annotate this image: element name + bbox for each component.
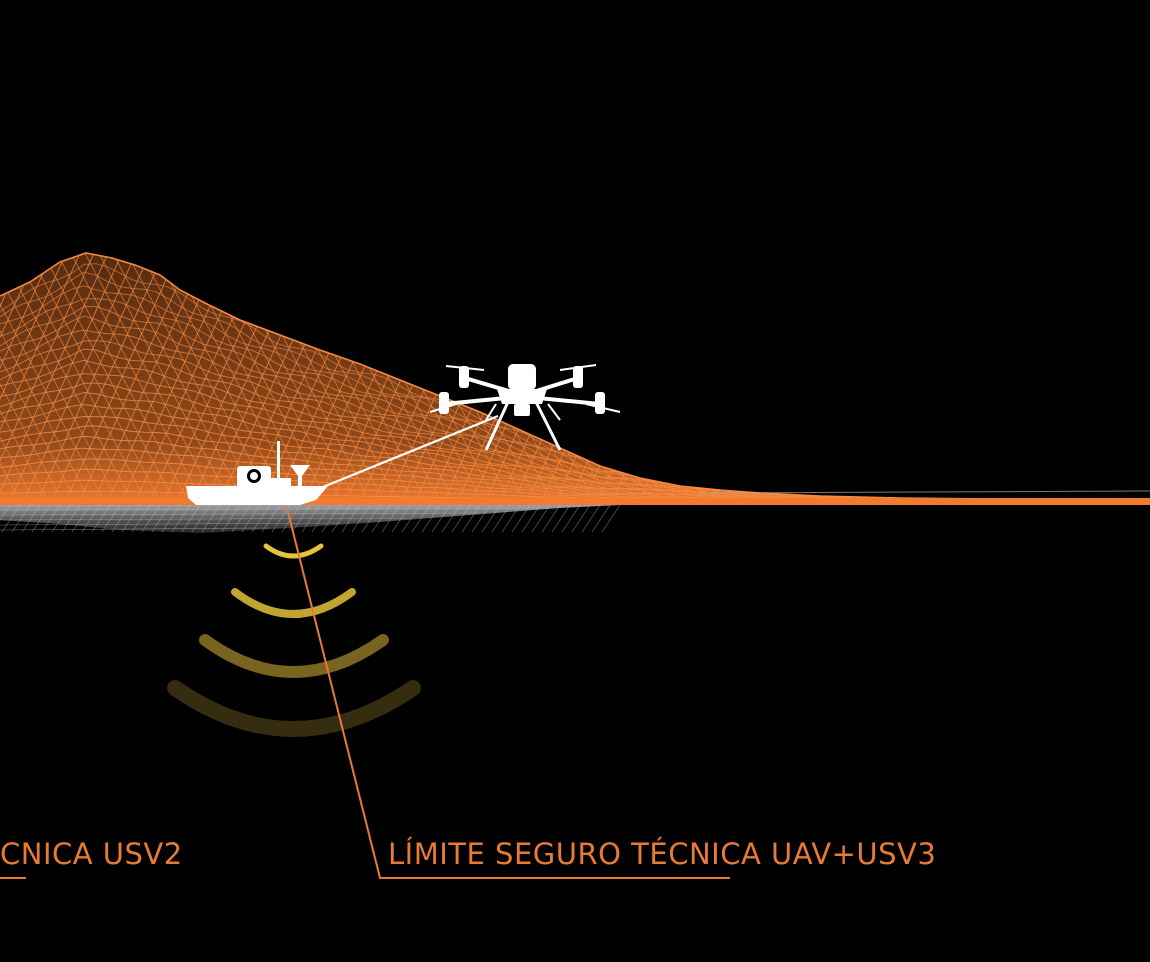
- label-leader-line-right: [286, 507, 730, 879]
- seabed-mesh: [0, 504, 621, 533]
- sonar-waves-icon: [167, 543, 421, 737]
- technique-label-uav-usv3: LÍMITE SEGURO TÉCNICA UAV+USV3: [388, 837, 937, 871]
- tether-line: [317, 414, 499, 491]
- survey-boat-icon: [186, 441, 328, 505]
- technique-label-usv2: CNICA USV2: [0, 837, 183, 871]
- quadcopter-drone-icon: [429, 364, 621, 451]
- sea-level-line: [0, 498, 1150, 505]
